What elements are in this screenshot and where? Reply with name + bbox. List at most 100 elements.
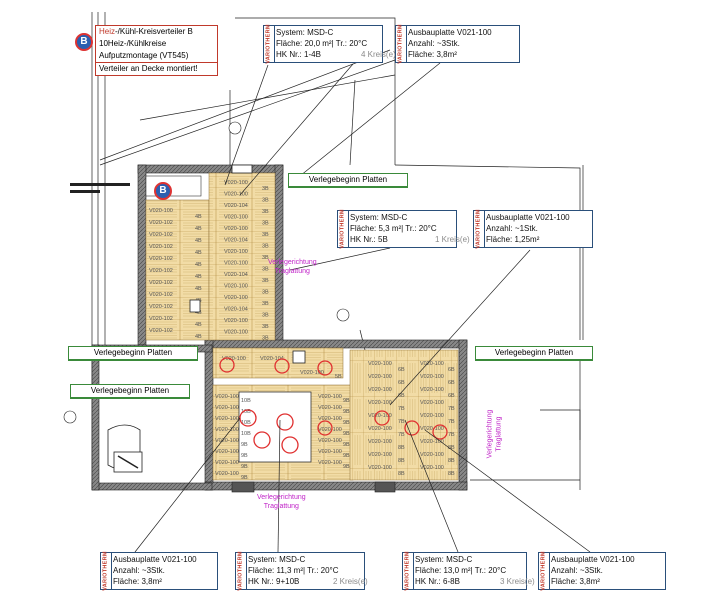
tile-circuit-label: 3B xyxy=(262,221,269,227)
tile-circuit-label: 8B xyxy=(448,471,455,477)
tile-type-label: V020-100 xyxy=(368,452,392,458)
tile-circuit-label: 3B xyxy=(262,186,269,192)
tile-circuit-label: 9B xyxy=(343,442,350,448)
tile-type-label: V020-100 xyxy=(368,374,392,380)
direction-line-2: Traglattung xyxy=(495,416,503,452)
direction-line-1: Verlegerichtung xyxy=(486,409,494,459)
tile-circuit-label: 9B xyxy=(343,453,350,459)
box-label: Fläche: xyxy=(408,50,435,59)
tile-type-label: V020-102 xyxy=(149,292,173,298)
tile-circuit-label: 9B xyxy=(241,464,248,470)
system-box-mid: VARIOTHERM System: MSD-C Fläche: 5,3 m²|… xyxy=(337,209,470,249)
laying-direction-label-2: Verlegerichtung Traglattung xyxy=(257,493,306,511)
start-label-top: Verlegebeginn Platten xyxy=(288,173,408,188)
box-label: Fläche: xyxy=(113,577,140,586)
tile-type-label: V020-102 xyxy=(149,244,173,250)
tile-circuit-label: 9B xyxy=(241,475,248,481)
box-circuit-count: 2 Kreis(e) xyxy=(333,577,368,586)
box-count: ~3Stk. xyxy=(436,39,460,48)
tile-type-label: V020-102 xyxy=(149,280,173,286)
direction-line-1: Verlegerichtung xyxy=(257,494,306,501)
tile-circuit-label: 3B xyxy=(262,198,269,204)
start-label-right: Verlegebeginn Platten xyxy=(475,346,593,361)
distributor-marker-icon: B xyxy=(75,33,93,51)
box-circuit-no: HK Nr.: 9+10B xyxy=(248,577,300,586)
tile-type-label: V020-104 xyxy=(224,272,248,278)
tile-circuit-label: 7B xyxy=(398,419,405,425)
tile-type-label: V020-100 xyxy=(215,449,239,455)
tile-type-label: V020-100 xyxy=(224,192,248,198)
box-count: ~3Stk. xyxy=(579,566,603,575)
box-line-1: Ausbauplatte V021-100 xyxy=(408,28,492,37)
distributor-plan-marker-icon: B xyxy=(154,182,172,200)
box-label: Fläche: xyxy=(415,566,442,575)
tile-circuit-label: 4B xyxy=(195,286,202,292)
tile-type-label: V020-100 xyxy=(215,416,239,422)
brand-label: VARIOTHERM xyxy=(540,551,547,591)
plate-box-bottom-left: VARIOTHERM Ausbauplatte V021-100 Anzahl:… xyxy=(100,551,218,591)
tile-type-label: V020-100 xyxy=(215,427,239,433)
tile-circuit-label: 3B xyxy=(262,209,269,215)
tile-circuit-label: 9B xyxy=(343,431,350,437)
box-temp: Tr.: 20°C xyxy=(307,566,339,575)
tile-type-label: V020-100 xyxy=(149,208,173,214)
box-area: 3,8m² xyxy=(436,50,457,59)
box-area: 5,3 m²| xyxy=(378,224,404,233)
box-count: ~3Stk. xyxy=(141,566,165,575)
tile-circuit-label: 5B xyxy=(335,374,342,380)
distributor-note: Verteiler an Decke montiert! xyxy=(96,62,217,75)
brand-label: VARIOTHERM xyxy=(339,209,346,249)
brand-label: VARIOTHERM xyxy=(237,551,244,591)
tile-circuit-label: 4B xyxy=(195,310,202,316)
tile-type-label: V020-104 xyxy=(224,307,248,313)
tile-type-label: V020-100 xyxy=(215,394,239,400)
tile-type-label: V020-100 xyxy=(215,405,239,411)
box-circuit-no: HK Nr.: 1-4B xyxy=(276,50,321,59)
tile-type-label: V020-100 xyxy=(420,452,444,458)
tile-circuit-label: 6B xyxy=(398,367,405,373)
box-area: 11,3 m²| xyxy=(276,566,306,575)
box-circuit-no: HK Nr.: 6-8B xyxy=(415,577,460,586)
distributor-mounting: Aufputzmontage (VT545) xyxy=(99,51,189,60)
tile-type-label: V020-100 xyxy=(224,226,248,232)
tile-type-label: V020-100 xyxy=(420,465,444,471)
system-box-bottom-right: VARIOTHERM System: MSD-C Fläche: 13,0 m²… xyxy=(402,551,535,591)
tile-circuit-label: 7B xyxy=(448,406,455,412)
tile-circuit-label: 3B xyxy=(262,255,269,261)
tile-type-label: V020-100 xyxy=(224,261,248,267)
tile-circuit-label: 8B xyxy=(398,445,405,451)
tile-type-label: V020-102 xyxy=(149,232,173,238)
box-label: Fläche: xyxy=(486,235,513,244)
tile-circuit-label: 3B xyxy=(262,278,269,284)
distributor-legend: Heiz-/Kühl-Kreisverteiler B 10Heiz-/Kühl… xyxy=(95,25,218,76)
plate-box-bottom-right: VARIOTHERM Ausbauplatte V021-100 Anzahl:… xyxy=(538,551,666,591)
tile-circuit-label: 9B xyxy=(241,453,248,459)
box-temp: Tr.: 20°C xyxy=(335,39,368,48)
tile-type-label: V020-100 xyxy=(224,180,248,186)
tile-type-label: V020-100 xyxy=(318,405,342,411)
tile-circuit-label: 8B xyxy=(448,458,455,464)
direction-line-1: Verlegerichtung xyxy=(268,259,317,266)
tile-circuit-label: 9B xyxy=(343,464,350,470)
distributor-title-prefix: Heiz xyxy=(99,27,116,36)
box-area: 3,8m² xyxy=(579,577,600,586)
tile-circuit-label: 6B xyxy=(398,380,405,386)
tile-type-label: V020-100 xyxy=(420,387,444,393)
tile-type-label: V020-100 xyxy=(420,413,444,419)
box-area: 13,0 m²| xyxy=(443,566,473,575)
tile-type-label: V020-100 xyxy=(420,361,444,367)
tile-type-label: V020-104 xyxy=(224,238,248,244)
direction-line-2: Traglattung xyxy=(274,268,310,275)
tile-type-label: V020-100 xyxy=(318,460,342,466)
box-line-1: System: MSD-C xyxy=(248,555,306,564)
tile-type-label: V020-100 xyxy=(420,374,444,380)
tile-circuit-label: 4B xyxy=(195,214,202,220)
tile-type-label: V020-100 xyxy=(318,394,342,400)
tile-type-label: V020-102 xyxy=(149,256,173,262)
tile-circuit-label: 10B xyxy=(241,409,251,415)
tile-circuit-label: 10B xyxy=(241,398,251,404)
tile-type-label: V020-100 xyxy=(215,438,239,444)
tile-circuit-label: 7B xyxy=(398,406,405,412)
tile-type-label: V020-100 xyxy=(215,471,239,477)
